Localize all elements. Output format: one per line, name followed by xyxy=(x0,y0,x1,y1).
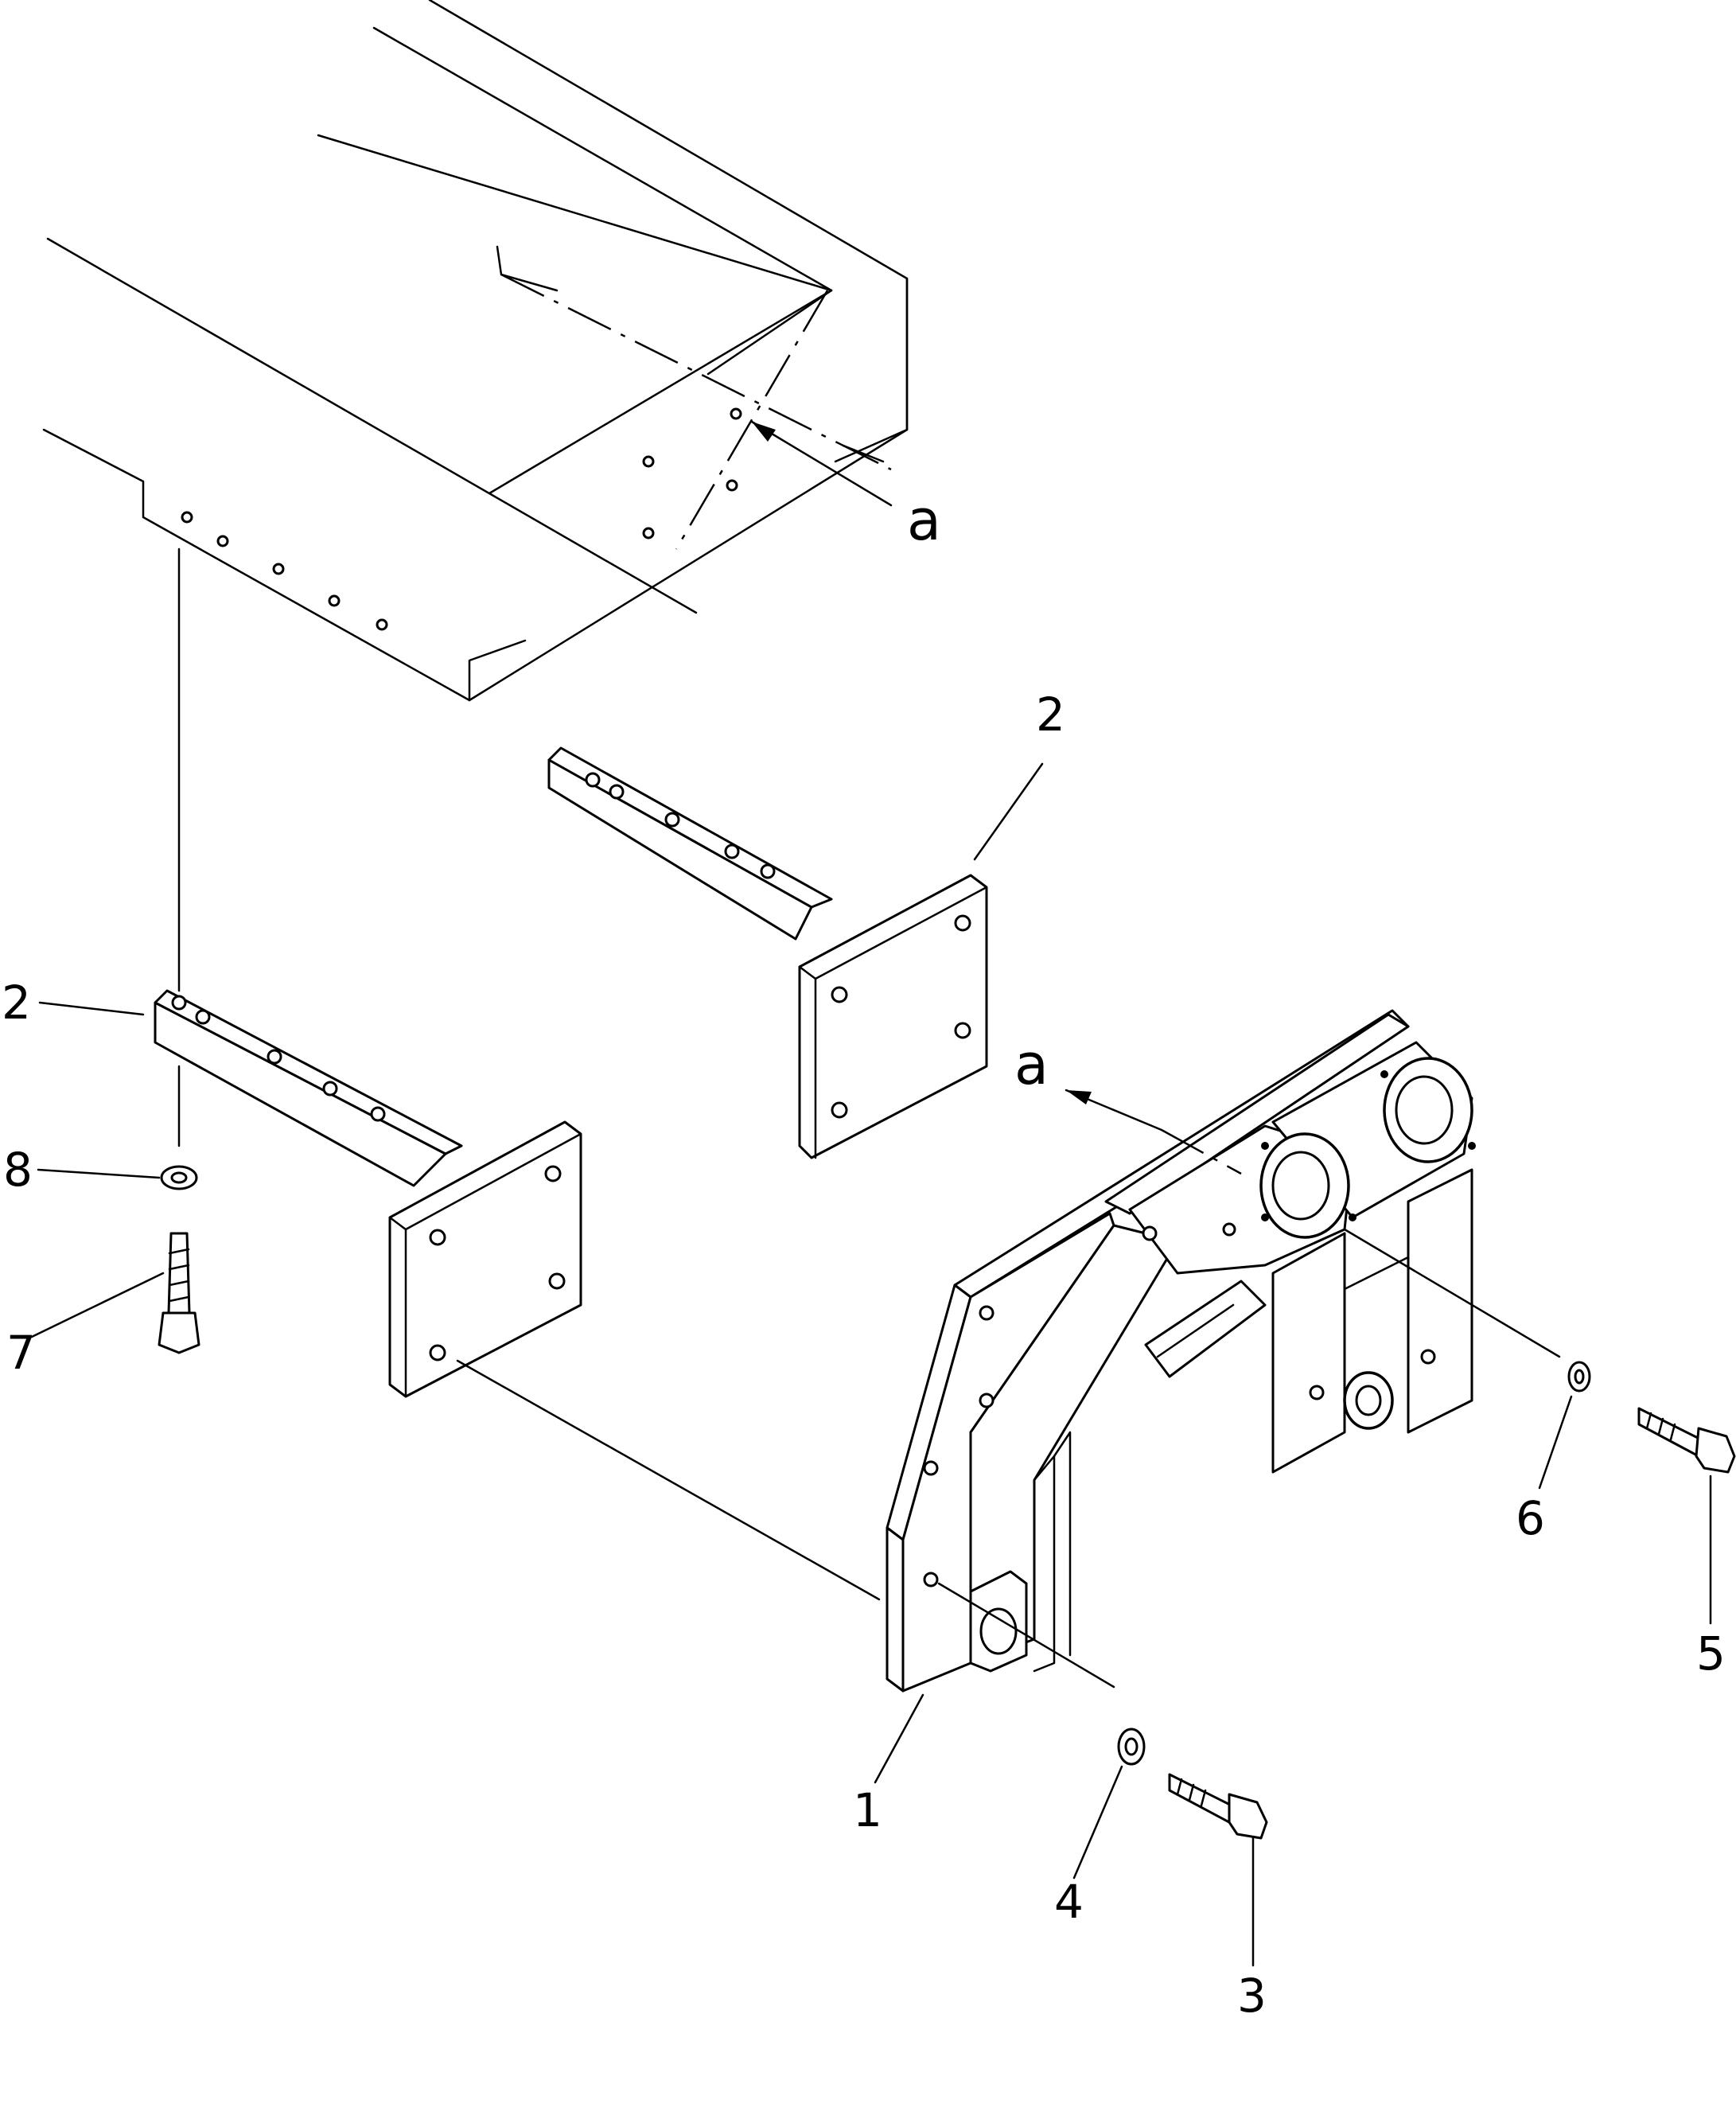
callout-1: 1 xyxy=(853,1783,882,1837)
washer-8 xyxy=(160,1065,198,1190)
bolt-3 xyxy=(1168,1773,1268,1840)
callout-7: 7 xyxy=(6,1326,36,1380)
callout-6: 6 xyxy=(1516,1491,1545,1545)
callout-a-mid: a xyxy=(1014,1032,1049,1097)
leader-hole-to-washer-4 xyxy=(937,1582,1115,1689)
callout-2-upper: 2 xyxy=(1036,688,1065,742)
washer-6 xyxy=(1567,1361,1591,1393)
bracket-2-lower xyxy=(154,547,582,1398)
callout-3: 3 xyxy=(1237,1969,1267,2023)
callout-5: 5 xyxy=(1696,1626,1726,1681)
callout-4: 4 xyxy=(1054,1875,1084,1929)
callout-2-lower: 2 xyxy=(2,976,31,1030)
frame-body xyxy=(42,0,909,702)
bolt-7 xyxy=(158,1232,200,1354)
washer-4 xyxy=(1117,1728,1146,1766)
bracket-2-upper xyxy=(547,746,988,1159)
callout-8: 8 xyxy=(3,1143,33,1197)
leader-bracket-to-part1 xyxy=(456,1359,881,1601)
part-1-assembly xyxy=(886,1009,1476,1693)
callout-leaders xyxy=(30,762,1712,1967)
callout-a-top: a xyxy=(907,488,941,553)
leader-housing-to-washer-6 xyxy=(1343,1228,1561,1358)
bolt-5 xyxy=(1637,1407,1736,1474)
